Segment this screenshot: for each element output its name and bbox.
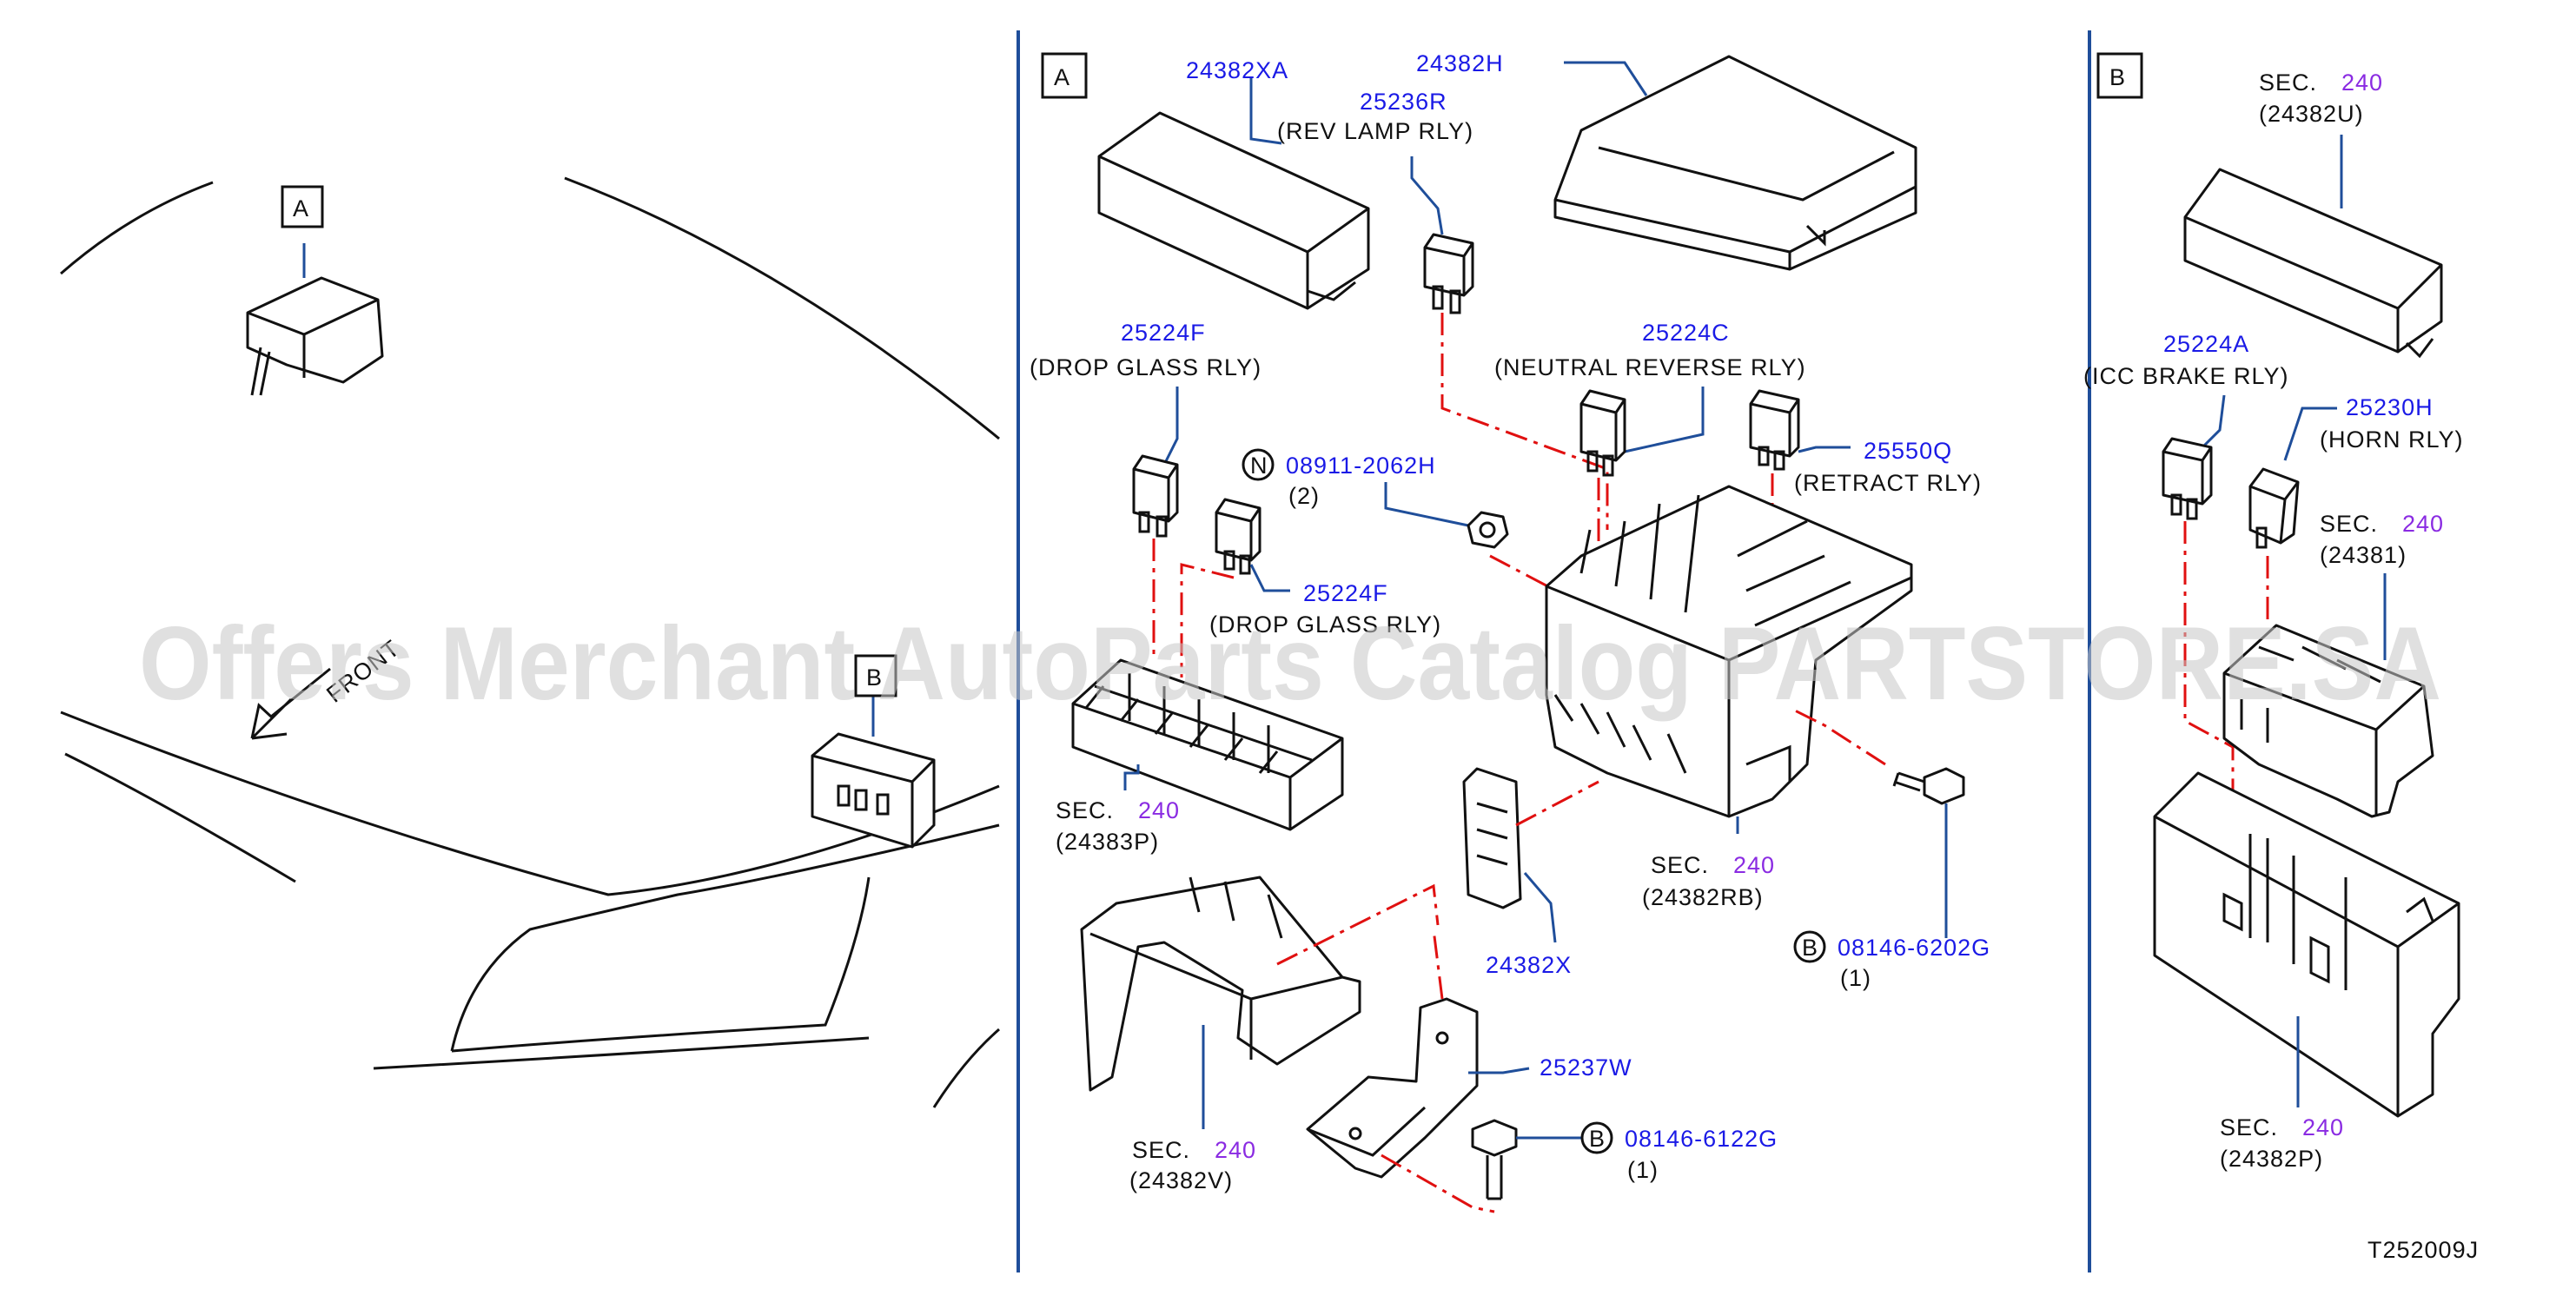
sec-24382v-ref: (24382V)	[1129, 1167, 1233, 1193]
label-25550q: 25550Q	[1864, 438, 1952, 464]
overview-block-b	[811, 695, 936, 849]
sec-24382v-num: 240	[1215, 1137, 1256, 1163]
label-25224f-top: 25224F	[1121, 320, 1206, 346]
bracket-24382v	[1080, 876, 1361, 1092]
cover-24382u	[2183, 168, 2443, 359]
overview-block-a	[246, 243, 384, 396]
view-b-header: B	[2109, 64, 2126, 90]
fuse-block-24383p	[1071, 658, 1344, 831]
nut-symbol	[1242, 448, 1275, 481]
relay-block-24381	[2222, 624, 2434, 818]
sec-24382rb-ref: (24382RB)	[1642, 884, 1764, 910]
label-08146-6202g: 08146-6202G	[1838, 935, 1990, 961]
relay-25224f-mid	[1215, 498, 1262, 575]
view-marker-b	[854, 654, 897, 697]
relay-25224a	[2162, 437, 2213, 520]
label-08911-2062h: 08911-2062H	[1286, 453, 1436, 479]
housing-24382rb	[1545, 485, 1913, 818]
label-25230h: 25230H	[2346, 394, 2434, 420]
label-25224a: 25224A	[2163, 331, 2249, 357]
bolt-08146-6122g	[1471, 1119, 1518, 1200]
view-a-header: A	[1054, 64, 1070, 90]
sec-24382p-num: 240	[2302, 1114, 2344, 1140]
desc-25236r: (REV LAMP RLY)	[1277, 118, 1473, 144]
label-25224c: 25224C	[1642, 320, 1730, 346]
cover-24382xa	[1097, 111, 1370, 310]
sec-24383p-num: 240	[1138, 797, 1180, 823]
cover-24382h	[1553, 55, 1917, 271]
view-b-header-box	[2096, 52, 2143, 99]
label-24382x: 24382X	[1486, 952, 1572, 978]
desc-25224a: (ICC BRAKE RLY)	[2083, 363, 2289, 389]
bolt-symbol-6202g-letter: B	[1802, 935, 1818, 961]
bolt-08146-6202g	[1892, 767, 1965, 805]
desc-25224c: (NEUTRAL REVERSE RLY)	[1494, 354, 1806, 380]
sec-24382u-word: SEC.	[2259, 69, 2317, 96]
bolt-symbol-6122g-letter: B	[1589, 1126, 1606, 1152]
desc-25224f-top: (DROP GLASS RLY)	[1030, 354, 1262, 380]
label-24382h: 24382H	[1416, 50, 1504, 76]
bolt-symbol-6122g	[1580, 1121, 1613, 1154]
watermark-text: Offers Merchant AutoParts Catalog PARTST…	[139, 605, 2441, 722]
bolt-symbol-6202g	[1793, 930, 1826, 963]
relay-25224c	[1579, 389, 1626, 477]
sec-24381-num: 240	[2402, 511, 2444, 537]
label-25236r: 25236R	[1360, 89, 1447, 115]
sec-24382v-word: SEC.	[1132, 1137, 1190, 1163]
relay-25236r	[1423, 233, 1474, 314]
sec-24382rb-word: SEC.	[1651, 852, 1709, 878]
bracket-24382x	[1462, 767, 1522, 909]
sec-24382u-ref: (24382U)	[2259, 101, 2364, 127]
label-25237w: 25237W	[1540, 1054, 1632, 1081]
desc-25230h: (HORN RLY)	[2320, 426, 2464, 453]
sec-24383p-word: SEC.	[1056, 797, 1114, 823]
sec-24382p-word: SEC.	[2220, 1114, 2278, 1140]
nut-symbol-letter: N	[1250, 453, 1268, 479]
relay-25550q	[1749, 389, 1800, 471]
front-arrow-icon	[250, 667, 331, 740]
relay-25230h	[2248, 467, 2300, 549]
drawing-id: T252009J	[2367, 1237, 2479, 1263]
view-a-header-box	[1041, 52, 1088, 99]
label-08146-6122g: 08146-6122G	[1625, 1126, 1778, 1152]
desc-25224f-mid: (DROP GLASS RLY)	[1209, 611, 1441, 638]
sec-24381-word: SEC.	[2320, 511, 2378, 537]
overview-a-label: A	[293, 195, 309, 221]
bracket-25237w	[1306, 997, 1479, 1179]
sec-24381-ref: (24381)	[2320, 542, 2407, 568]
nut-08911	[1467, 511, 1509, 549]
label-24382xa: 24382XA	[1186, 57, 1288, 83]
sec-24382rb-num: 240	[1733, 852, 1775, 878]
desc-25550q: (RETRACT RLY)	[1794, 470, 1982, 496]
view-marker-a	[281, 185, 324, 228]
label-25224f-mid: 25224F	[1303, 580, 1388, 606]
relay-25224f-top	[1132, 454, 1179, 538]
sec-24382u-num: 240	[2341, 69, 2383, 96]
sec-24383p-ref: (24383P)	[1056, 829, 1159, 855]
sec-24382p-ref: (24382P)	[2220, 1146, 2323, 1172]
fuse-block-24382p	[2153, 771, 2460, 1118]
overview-b-label: B	[866, 664, 883, 691]
qty-08911-2062h: (2)	[1288, 483, 1320, 509]
qty-08146-6202g: (1)	[1840, 965, 1871, 991]
qty-08146-6122g: (1)	[1627, 1157, 1659, 1183]
